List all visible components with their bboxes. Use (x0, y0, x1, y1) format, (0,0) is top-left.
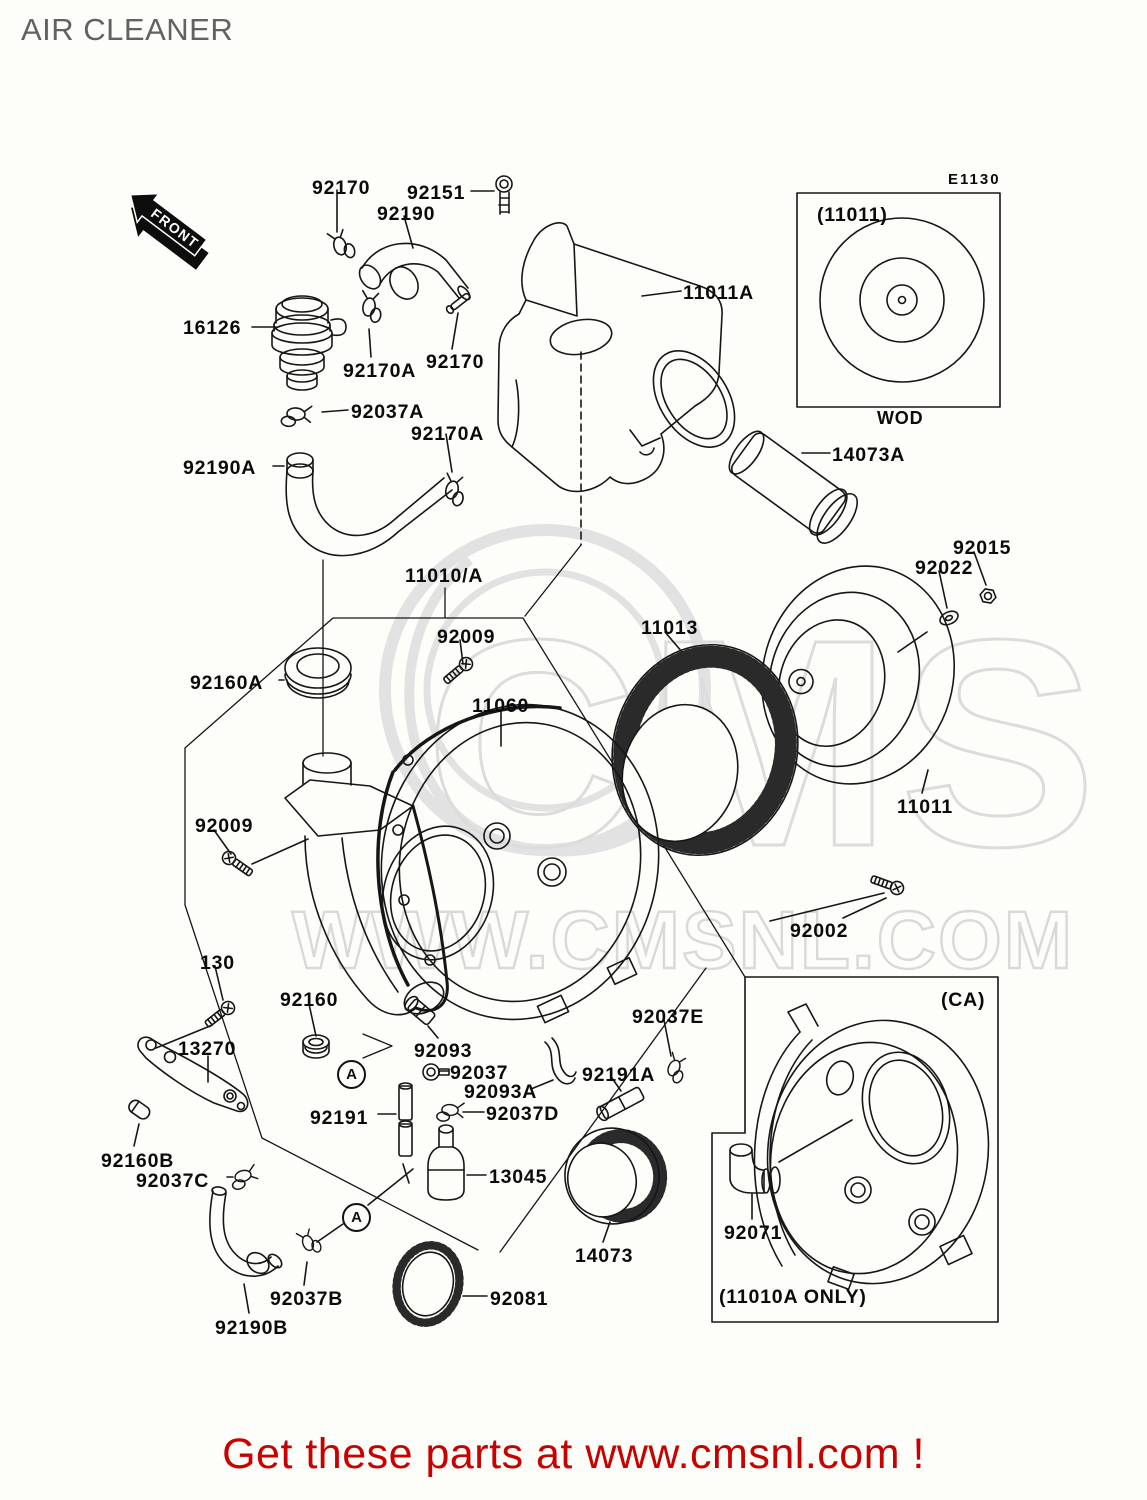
part-label-92002: 92002 (790, 920, 849, 942)
duct-14073 (564, 1127, 668, 1225)
leader-lines (133, 189, 987, 1314)
cap-11011 (760, 565, 956, 785)
element-11013 (611, 643, 799, 857)
damper-92160b (128, 1099, 151, 1120)
part-label-11060: 11060 (472, 695, 530, 717)
hose-92093a (544, 1037, 577, 1085)
watermark-cms: CMS (425, 578, 1105, 908)
part-label-14073: 14073 (575, 1245, 634, 1267)
part-label-92081: 92081 (490, 1288, 549, 1310)
part-label-92015: 92015 (953, 537, 1012, 559)
part-label-92022: 92022 (915, 557, 974, 579)
part-label-92170a-1: 92170A (343, 360, 417, 382)
part-label-92037b: 92037B (270, 1288, 344, 1310)
tube-14073a (728, 430, 858, 544)
inset-caption: WOD (877, 408, 924, 428)
part-label-92037e: 92037E (632, 1006, 705, 1028)
ca-region-label: (CA) (941, 989, 986, 1011)
part-label-92190a: 92190A (183, 457, 257, 479)
hose-92190b (209, 1186, 283, 1277)
bottle-13045 (427, 1124, 465, 1201)
clamp-92037b (295, 1226, 324, 1258)
inset-box-e1130 (796, 192, 1001, 408)
tube-92191 (398, 1082, 413, 1184)
ca-note-label: (11010A ONLY) (719, 1286, 867, 1308)
marker-a-1: A (337, 1060, 366, 1089)
hose-92190 (358, 242, 471, 301)
inset-ref: (11011) (817, 204, 888, 226)
part-label-16126: 16126 (183, 317, 242, 339)
tube-92191a (596, 1086, 645, 1122)
washer-92022 (939, 610, 959, 626)
part-label-92071: 92071 (724, 1222, 783, 1244)
clamp-92037e (660, 1051, 692, 1086)
footer-promo-text: Get these parts at www.cmsnl.com ! (222, 1430, 925, 1478)
hose-92190a (285, 452, 453, 557)
part-label-92190b: 92190B (215, 1317, 289, 1339)
part-label-92160b: 92160B (101, 1150, 175, 1172)
part-label-92009-2: 92009 (195, 815, 254, 837)
clamp-92037a (280, 403, 313, 430)
ring-92081 (392, 1241, 464, 1327)
valve-16126 (271, 295, 347, 391)
front-arrow: FRONT (112, 176, 242, 286)
ring-92160a (284, 647, 352, 699)
part-label-92093a: 92093A (464, 1081, 538, 1103)
bolt-92151 (495, 175, 513, 215)
part-label-92191a: 92191A (582, 1064, 656, 1086)
clamp-92037d (435, 1100, 465, 1124)
ca-inset-box (711, 976, 999, 1323)
inset-code: E1130 (948, 171, 1001, 188)
grommet-92160 (302, 1034, 330, 1059)
part-label-14073a: 14073A (832, 444, 906, 466)
part-label-11011a: 11011A (683, 282, 754, 304)
screw-92009-bottom (219, 848, 256, 880)
part-label-92170: 92170 (312, 177, 371, 199)
fitting-92093 (404, 995, 436, 1026)
part-label-11010a: 11010/A (405, 565, 484, 587)
bolt-130 (201, 998, 238, 1031)
part-label-13270: 13270 (178, 1038, 237, 1060)
part-label-92170-2: 92170 (426, 351, 485, 373)
part-label-92160a: 92160A (190, 672, 264, 694)
part-label-130: 130 (200, 952, 235, 974)
housing-11011a (497, 222, 736, 493)
part-label-11013: 11013 (641, 617, 699, 639)
part-label-92037a: 92037A (351, 401, 425, 423)
elbow-92071 (729, 1143, 781, 1194)
bracket-13270 (137, 1036, 249, 1113)
page-title: AIR CLEANER (21, 12, 234, 47)
part-label-92170a-2: 92170A (411, 423, 485, 445)
part-label-92151: 92151 (407, 182, 466, 204)
part-label-13045: 13045 (489, 1166, 548, 1188)
part-label-92190: 92190 (377, 203, 436, 225)
marker-a-2: A (342, 1203, 371, 1232)
part-label-92191: 92191 (310, 1107, 369, 1129)
part-label-92009-1: 92009 (437, 626, 496, 648)
part-label-92037: 92037 (450, 1062, 509, 1084)
watermark: CMS WWW.CMSNL.COM (291, 524, 1105, 987)
pin-92170 (445, 292, 471, 315)
clamp-92170 (326, 227, 357, 263)
clamp-92170a-1 (356, 289, 386, 324)
part-label-92093: 92093 (414, 1040, 473, 1062)
watermark-url: WWW.CMSNL.COM (292, 895, 1074, 986)
part-label-92160: 92160 (280, 989, 339, 1011)
clamp-92037 (422, 1063, 450, 1081)
part-label-11011: 11011 (897, 796, 954, 818)
part-label-92037d: 92037D (486, 1103, 560, 1125)
case-11060 (376, 703, 660, 1024)
part-label-92037c: 92037C (136, 1170, 210, 1192)
